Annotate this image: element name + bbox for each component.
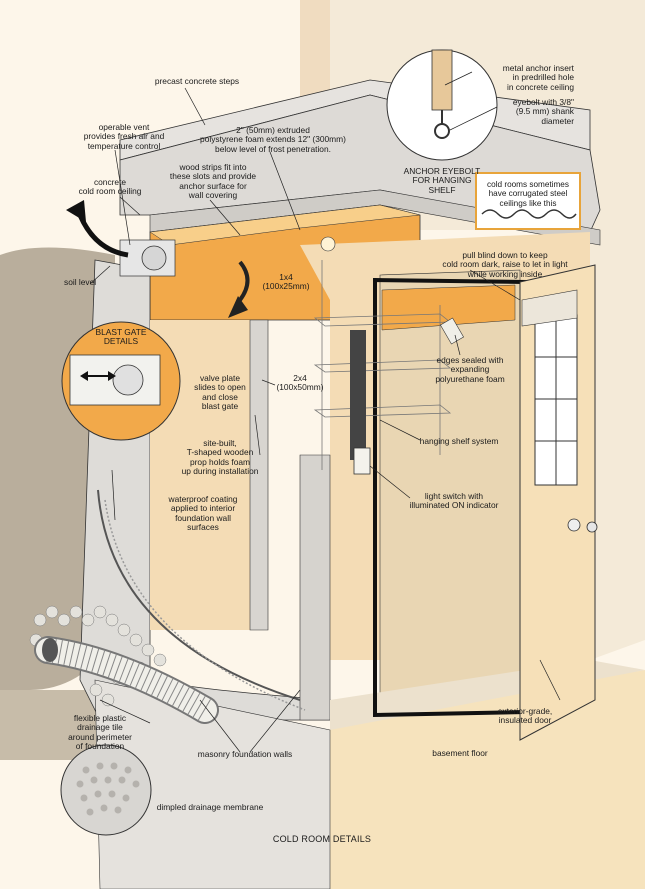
label-drainage-tile: flexible plastic drainage tile around pe…	[68, 713, 132, 752]
window-blind	[521, 289, 578, 327]
label-corrugated-note: cold rooms sometimes have corrugated ste…	[487, 180, 569, 208]
label-2x4: 2x4 (100x50mm)	[276, 373, 324, 393]
label-edges-sealed: edges sealed with expanding polyurethane…	[435, 355, 505, 384]
door-knob-outer	[586, 521, 598, 533]
light-switch	[353, 447, 371, 475]
dimpled-membrane-strip	[104, 499, 306, 711]
foam-can	[440, 317, 464, 345]
label-foam: 2" (50mm) extruded polystyrene foam exte…	[200, 125, 346, 154]
label-light-switch: light switch with illuminated ON indicat…	[409, 491, 499, 511]
label-precast-steps: precast concrete steps	[154, 76, 240, 86]
corrugated-wave	[481, 209, 577, 219]
blast-gate-pipe	[112, 364, 144, 396]
door-knob	[567, 518, 581, 532]
label-wood-strips: wood strips fit into these slots and pro…	[169, 162, 257, 201]
corrugated-inset	[475, 172, 581, 230]
dimpled-membrane-inset	[60, 744, 152, 836]
leader-lines	[89, 71, 561, 753]
label-prop: site-built, T-shaped wooden prop holds f…	[181, 438, 259, 477]
label-exterior-door: exterior-grade, insulated door	[497, 706, 553, 726]
label-anchor-insert: metal anchor insert in predrilled hole i…	[502, 63, 574, 92]
label-pull-blind: pull blind down to keep cold room dark, …	[442, 250, 568, 279]
soil-lower	[0, 690, 120, 760]
label-valve-plate: valve plate slides to open and close bla…	[194, 373, 246, 412]
vent-opening	[141, 245, 167, 271]
label-waterproof: waterproof coating applied to interior f…	[168, 494, 238, 533]
drainage-tile	[34, 636, 219, 724]
label-blast-gate-title: BLAST GATE DETAILS	[95, 327, 147, 347]
shelf-foam-band	[381, 284, 516, 331]
waterproof-membrane	[97, 489, 301, 701]
wood-prop	[249, 319, 269, 631]
light-fixture	[320, 236, 336, 252]
anchor-insert-shape	[431, 49, 453, 111]
label-dimpled: dimpled drainage membrane	[156, 802, 264, 812]
label-1x4: 1x4 (100x25mm)	[262, 272, 310, 292]
basement-floor	[330, 670, 645, 889]
dimples	[76, 762, 140, 816]
label-anchor-title: ANCHOR EYEBOLT FOR HANGING SHELF	[403, 166, 481, 195]
label-masonry: masonry foundation walls	[197, 749, 293, 759]
conduit-post	[350, 330, 366, 460]
label-soil-level: soil level	[64, 277, 97, 287]
label-hanging-shelf: hanging shelf system	[419, 436, 499, 446]
label-eyebolt: eyebolt with 3/8" (9.5 mm) shank diamete…	[512, 97, 574, 126]
label-concrete-ceiling: concrete cold room ceiling	[78, 177, 142, 197]
airflow-arrow-in	[238, 260, 250, 302]
figure-caption: COLD ROOM DETAILS	[272, 834, 372, 844]
label-basement-floor: basement floor	[432, 748, 488, 758]
wall-end-pillar	[299, 454, 331, 721]
label-operable-vent: operable vent provides fresh air and tem…	[83, 122, 165, 151]
airflow-arrow-out	[77, 213, 129, 258]
eyebolt-ring	[434, 123, 450, 139]
